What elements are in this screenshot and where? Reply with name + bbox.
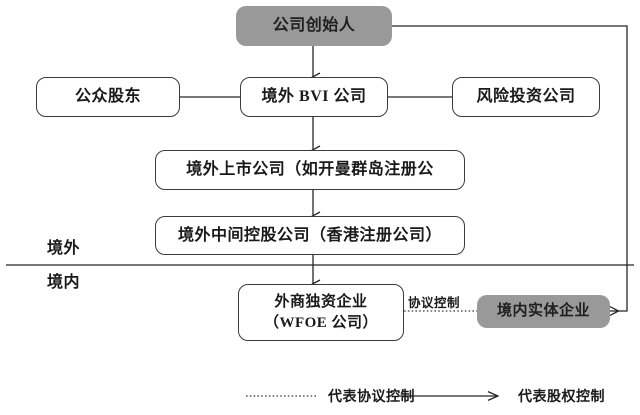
node-domestic-entity[interactable]: 境内实体企业	[477, 295, 610, 328]
region-label-onshore: 境内	[47, 274, 81, 291]
node-founder[interactable]: 公司创始人	[236, 6, 392, 46]
node-wfoe-line2: （WFOE 公司）	[263, 314, 379, 331]
node-venture-capital[interactable]: 风险投资公司	[452, 77, 600, 117]
node-intermediate-holding[interactable]: 境外中间控股公司（香港注册公司）	[155, 216, 465, 255]
edge-label-contractual-control: 协议控制	[408, 296, 461, 310]
node-wfoe-line1: 外商独资企业	[274, 293, 368, 310]
node-public-shareholders[interactable]: 公众股东	[36, 77, 180, 117]
node-bvi-company[interactable]: 境外 BVI 公司	[240, 77, 388, 117]
node-offshore-listed-company[interactable]: 境外上市公司（如开曼群岛注册公	[155, 150, 465, 190]
legend-label-contractual: 代表协议控制	[328, 390, 415, 405]
node-wfoe[interactable]: 外商独资企业 （WFOE 公司）	[238, 284, 404, 341]
region-label-offshore: 境外	[47, 240, 81, 257]
legend-label-equity: 代表股权控制	[518, 390, 605, 405]
